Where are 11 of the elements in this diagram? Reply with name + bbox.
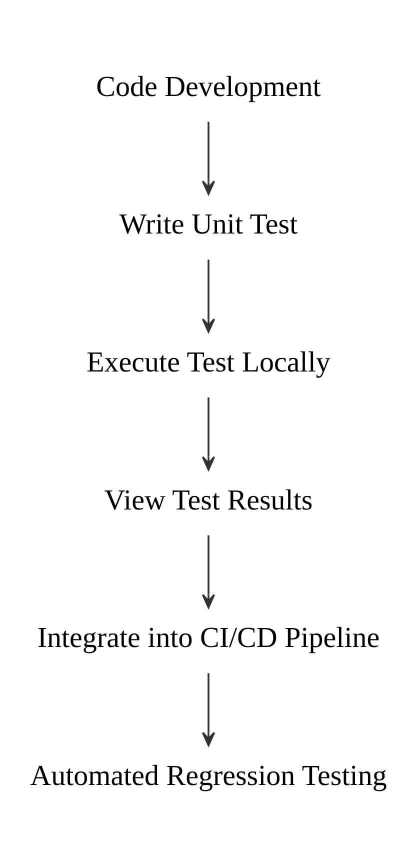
arrow xyxy=(202,122,216,195)
node-text: Write Unit Test xyxy=(119,208,298,241)
node-text: Automated Regression Testing xyxy=(30,760,387,792)
arrow xyxy=(202,673,216,746)
node-text: Integrate into CI/CD Pipeline xyxy=(37,622,380,654)
arrow xyxy=(202,260,216,333)
node-text: Execute Test Locally xyxy=(86,346,330,378)
arrow xyxy=(202,535,216,608)
arrow xyxy=(202,398,216,471)
node-text: Code Development xyxy=(96,70,321,103)
node-text: View Test Results xyxy=(104,484,313,516)
